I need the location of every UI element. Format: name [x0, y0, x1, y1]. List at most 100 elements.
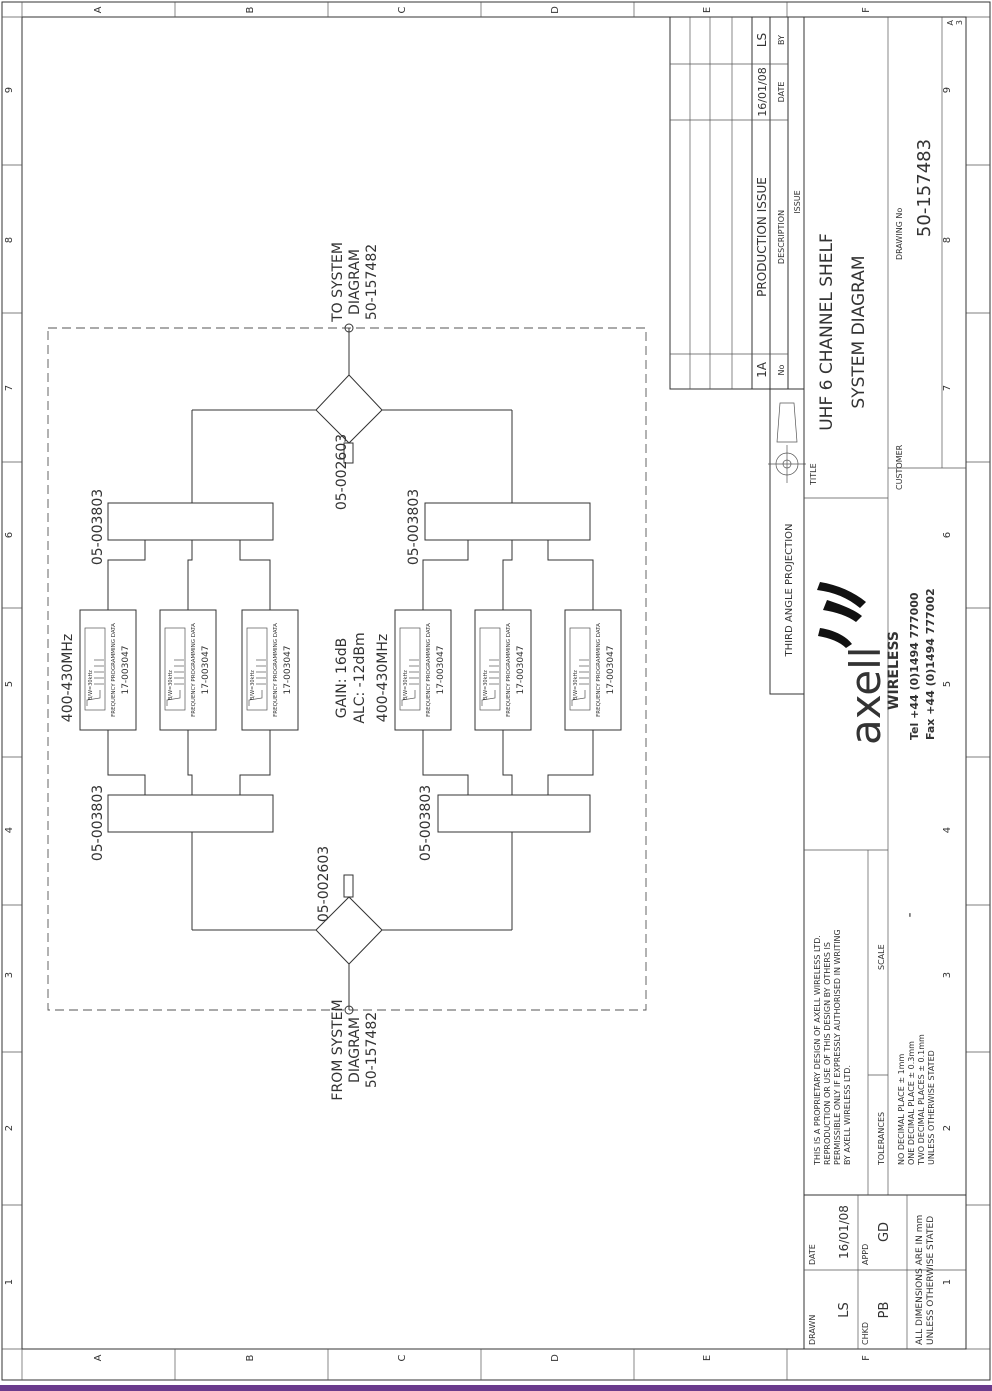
tolerance-line-2: ONE DECIMAL PLACE ± 0.3mm: [907, 1041, 916, 1165]
combiner-b-upper-part-label: 05-003803: [406, 489, 422, 565]
filter-prog-label: FREQUENCY PROGRAMMING DATA: [426, 623, 432, 717]
combiner-bar-bottom-upper: [424, 502, 591, 541]
shelf-boundary-box: [47, 327, 647, 1011]
projection-label: THIRD ANGLE PROJECTION: [784, 523, 795, 657]
border-row-label-bottom: B: [245, 1354, 256, 1361]
title-label: TITLE: [809, 463, 818, 486]
to-system-line3: 50-157482: [364, 244, 380, 320]
border-row-label-top: C: [397, 6, 408, 13]
filter-bandwidth: B/W=30kHz: [250, 670, 256, 700]
border-col-label-left: 1: [4, 1279, 15, 1285]
rf-connection-lines: [107, 328, 594, 1010]
rev-header-no: No: [777, 364, 786, 375]
combiner-part-label: 05-002603: [334, 434, 350, 510]
dimensions-note-1: ALL DIMENSIONS ARE IN mm: [915, 1215, 925, 1345]
channel-filter-module: B/W=30kHz FREQUENCY PROGRAMMING DATA 17-00…: [79, 609, 137, 731]
alc-label: ALC: -12dBm: [352, 632, 368, 723]
filter-bandwidth: B/W=30kHz: [88, 670, 94, 700]
revision-table: 1A PRODUCTION ISSUE 16/01/08 LS No DESCR…: [669, 16, 789, 390]
border-row-label-bottom: F: [861, 1355, 872, 1361]
filter-prog-label: FREQUENCY PROGRAMMING DATA: [111, 623, 117, 717]
border-col-label-right: 5: [942, 681, 953, 687]
border-col-label-left: 9: [4, 87, 15, 93]
tolerance-line-4: UNLESS OTHERWISE STATED: [927, 1050, 936, 1165]
channel-filter-modules: B/W=30kHz FREQUENCY PROGRAMMING DATA 17-00…: [79, 609, 622, 731]
input-splitter-load: [343, 874, 354, 898]
drawing-no-label: DRAWING No: [895, 208, 904, 260]
to-system-line1: TO SYSTEM: [330, 242, 346, 323]
title-line-2: SYSTEM DIAGRAM: [849, 255, 869, 408]
checked-value: PB: [877, 1302, 892, 1319]
proprietary-line-4: BY AXELL WIRELESS LTD.: [843, 1065, 852, 1165]
scale-label: SCALE: [877, 944, 886, 970]
rev-row-description: PRODUCTION ISSUE: [755, 177, 769, 297]
filter-part-number: 17-003047: [283, 645, 293, 694]
dimensions-note-2: UNLESS OTHERWISE STATED: [926, 1216, 936, 1345]
date-label: DATE: [808, 1244, 817, 1265]
drawn-label: DRAWN: [808, 1315, 817, 1345]
filter-bandwidth: B/W=30kHz: [483, 670, 489, 700]
tolerance-line-1: NO DECIMAL PLACE ± 1mm: [897, 1054, 906, 1165]
border-row-label-bottom: C: [397, 1354, 408, 1361]
issue-label: ISSUE: [793, 190, 802, 213]
border-row-label-top: E: [702, 7, 713, 13]
border-col-label-right: 6: [942, 532, 953, 538]
border-col-label-right: 1: [942, 1279, 953, 1285]
tolerances-label: TOLERANCES: [877, 1112, 886, 1166]
border-row-label-bottom: E: [702, 1355, 713, 1361]
checked-label: CHKD: [861, 1322, 870, 1345]
from-system-label: FROM SYSTEM DIAGRAM 50-157482: [330, 999, 380, 1100]
from-system-line3: 50-157482: [364, 1012, 380, 1088]
date-value: 16/01/08: [837, 1205, 851, 1259]
border-row-label-top: D: [550, 6, 561, 14]
border-row-label-bottom: D: [550, 1354, 561, 1362]
proprietary-line-1: THIS IS A PROPRIETARY DESIGN OF AXELL WI…: [813, 935, 822, 1166]
filter-part-number: 17-003047: [121, 645, 131, 694]
page-bottom-bar: [0, 1385, 992, 1391]
rev-header-description: DESCRIPTION: [777, 210, 786, 264]
from-system-line1: FROM SYSTEM: [330, 999, 346, 1100]
combiner-a-lower-part-label: 05-003803: [90, 785, 106, 861]
logo-swoosh-icon: [817, 582, 866, 648]
border-col-label-right: 9: [942, 87, 953, 93]
filter-part-number: 17-003047: [436, 645, 446, 694]
border-col-label-right: 7: [942, 385, 953, 391]
border-col-label-left: 7: [4, 385, 15, 391]
channel-filter-module: B/W=30kHz FREQUENCY PROGRAMMING DATA 17-00…: [241, 609, 299, 731]
combiner-bar-top-lower: [107, 794, 274, 833]
logo-wordmark: axell: [841, 647, 890, 745]
title-line-1: UHF 6 CHANNEL SHELF: [817, 233, 837, 431]
rev-row-no: 1A: [755, 361, 769, 378]
approved-label: APPD: [861, 1244, 870, 1265]
border-col-label-left: 8: [4, 237, 15, 243]
filter-prog-label: FREQUENCY PROGRAMMING DATA: [191, 623, 197, 717]
border-col-label-right: 3: [942, 972, 953, 978]
border-col-label-right: 8: [942, 237, 953, 243]
output-combiner-load: [343, 442, 354, 464]
fax: Fax +44 (0)1494 777002: [924, 588, 937, 740]
filter-bandwidth: B/W=30kHz: [168, 670, 174, 700]
filter-prog-label: FREQUENCY PROGRAMMING DATA: [273, 623, 279, 717]
channel-filter-module: B/W=30kHz FREQUENCY PROGRAMMING DATA 17-00…: [159, 609, 217, 731]
output-combiner-diamond: [315, 374, 383, 444]
proprietary-line-3: PERMISSIBLE ONLY IF EXPRESSLY AUTHORISED…: [833, 929, 842, 1165]
combiner-bar-top-upper: [107, 502, 274, 541]
border-row-label-top: A: [93, 6, 104, 13]
filter-part-number: 17-003047: [516, 645, 526, 694]
border-row-label-bottom: A: [93, 1354, 104, 1361]
filter-bandwidth: B/W=30kHz: [573, 670, 579, 700]
border-col-label-right: 2: [942, 1125, 953, 1131]
border-row-label-top: B: [245, 6, 256, 13]
drawn-value: LS: [837, 1302, 852, 1318]
filter-part-number: 17-003047: [201, 645, 211, 694]
rev-row-by: LS: [755, 33, 769, 47]
to-system-label: TO SYSTEM DIAGRAM 50-157482: [330, 242, 380, 323]
input-splitter-diamond: [315, 896, 383, 965]
rev-row-date: 16/01/08: [756, 67, 769, 116]
band-label-group-a: 400-430MHz: [60, 634, 76, 722]
